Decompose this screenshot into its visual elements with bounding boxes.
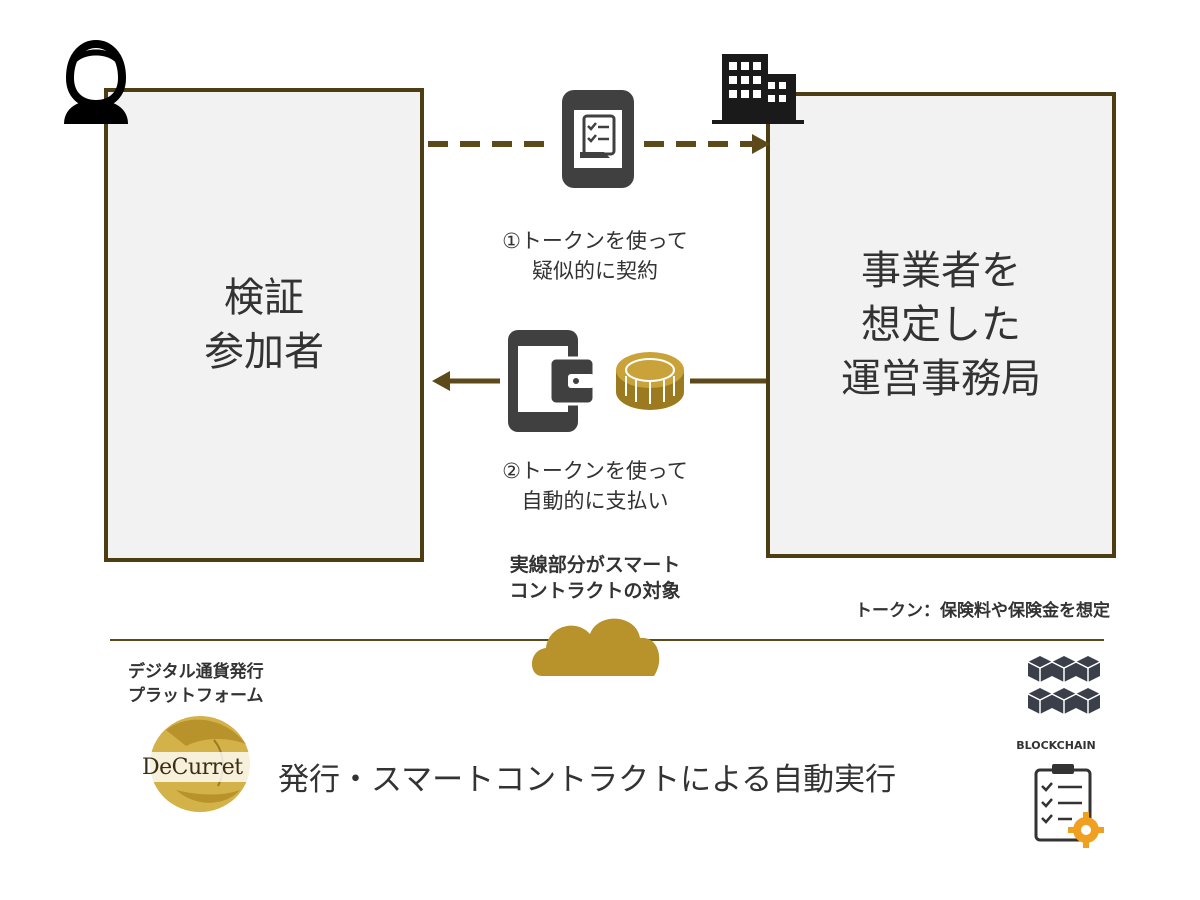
logo-text: DeCurret (142, 755, 243, 780)
contract-arrow (428, 134, 770, 154)
scope-note: 実線部分がスマート コントラクトの対象 (509, 554, 681, 602)
step1-text: ①トークンを使って 疑似的に契約 (502, 229, 688, 283)
building-icon (712, 54, 804, 124)
decurret-logo (138, 716, 254, 812)
participant-box: 検証 参加者 (104, 88, 424, 562)
cloud-icon (531, 618, 660, 676)
phone-wallet-icon (508, 330, 596, 432)
payment-arrow (432, 371, 766, 391)
phone-contract-icon (562, 90, 634, 188)
token-note: トークン：保険料や保険金を想定 (855, 601, 1110, 621)
step2-text: ②トークンを使って 自動的に支払い (502, 459, 688, 513)
coin-icon (616, 352, 684, 410)
person-icon (64, 39, 128, 124)
main-caption: 発行・スマートコントラクトによる自動実行 (278, 762, 897, 798)
checklist-gear-icon (1034, 764, 1104, 848)
blockchain-icon (1027, 656, 1101, 714)
office-label: 事業者を 想定した 運営事務局 (841, 248, 1041, 402)
office-box: 事業者を 想定した 運営事務局 (766, 92, 1116, 558)
platform-label: デジタル通貨発行 プラットフォーム (128, 662, 264, 706)
participant-label: 検証 参加者 (204, 275, 324, 375)
blockchain-label: BLOCKCHAIN (1016, 739, 1096, 752)
